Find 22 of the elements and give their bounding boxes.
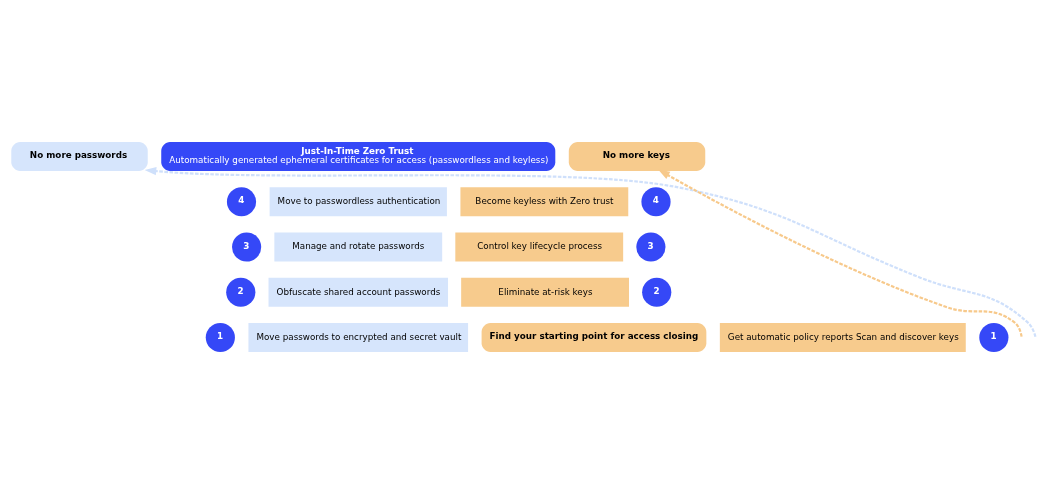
node-circle: 2	[226, 277, 256, 307]
node-box: Obfuscate shared account passwords	[268, 277, 448, 307]
node-box: Control key lifecycle process	[455, 232, 624, 262]
arrow	[144, 167, 1037, 338]
node-box: Manage and rotate passwords	[274, 232, 443, 262]
node-box: No more keys	[568, 141, 706, 172]
arrow	[658, 169, 1023, 337]
node-box: Get automatic policy reports Scan and discover keys	[719, 322, 966, 353]
node-circle: 2	[642, 277, 672, 307]
node-box: No more passwords	[11, 141, 148, 172]
node-box: Move passwords to encrypted and secret vault	[248, 322, 469, 353]
node-box: Become keyless with Zero trust	[460, 187, 629, 217]
node-circle: 3	[232, 232, 262, 262]
node-circle: 3	[636, 232, 666, 262]
node-circle: 4	[226, 187, 257, 217]
node-box: Move to passwordless authentication	[269, 187, 447, 217]
node-box: Just-In-Time Zero Trust Automatically generated ephemeral certificates for access (passwordless and keyless)	[161, 141, 556, 172]
node-circle: 1	[979, 322, 1009, 353]
node-box: Find your starting point for access closing	[481, 322, 707, 353]
node-circle: 1	[205, 322, 235, 353]
node-circle: 4	[641, 187, 671, 217]
node-box: Eliminate at-risk keys	[461, 277, 629, 307]
